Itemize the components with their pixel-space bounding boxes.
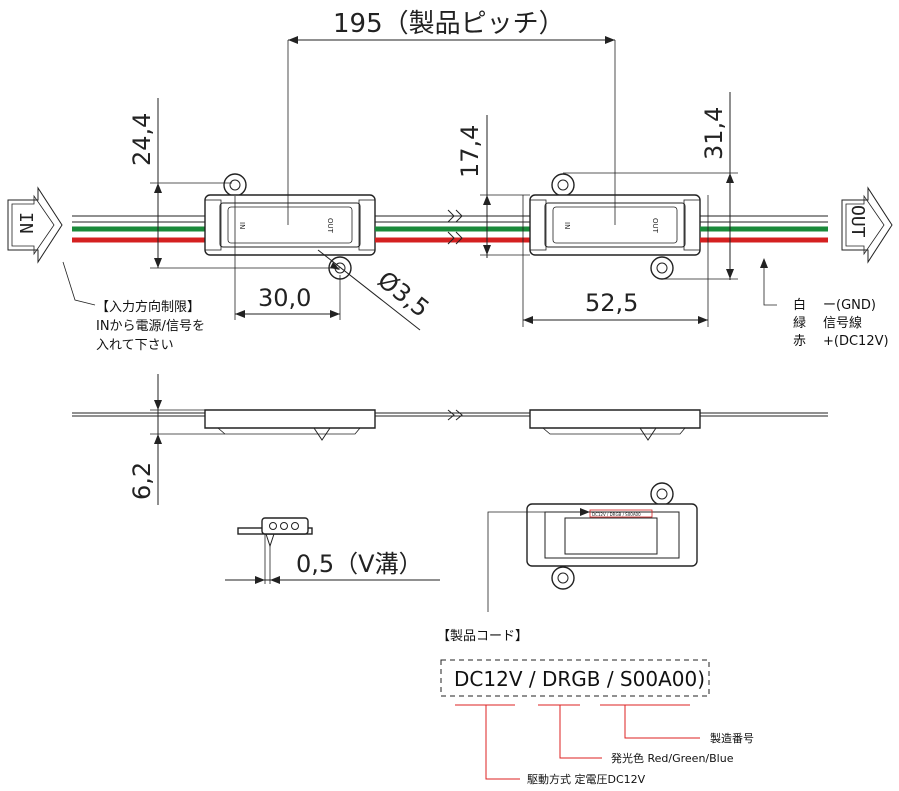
product-code-block: 【製品コード】 DC12V / DRGB / S00A00) 製造番号 発光色 … bbox=[437, 629, 754, 786]
svg-text:IN: IN bbox=[238, 222, 246, 229]
svg-text:信号線: 信号線 bbox=[823, 315, 862, 331]
drive-label: 駆動方式 定電圧DC12V bbox=[527, 772, 646, 786]
width-30-dimension: 30,0 bbox=[234, 196, 341, 320]
side-view: 6,2 bbox=[72, 374, 828, 505]
groove-label: 0,5（V溝） bbox=[296, 550, 423, 578]
pitch-label: 195（製品ピッチ） bbox=[333, 9, 565, 39]
product-code-value: DC12V / DRGB / S00A00) bbox=[454, 667, 705, 691]
in-arrow-icon: IN bbox=[7, 186, 63, 264]
height-right-dimension: 31,4 bbox=[563, 92, 738, 280]
svg-text:OUT: OUT bbox=[651, 218, 659, 234]
height-left-label: 24,4 bbox=[128, 113, 156, 166]
svg-text:ー(GND): ー(GND) bbox=[823, 298, 876, 313]
groove-dimension: 0,5（V溝） bbox=[225, 534, 440, 584]
pitch-dimension: 195（製品ピッチ） bbox=[287, 9, 616, 225]
serial-label: 製造番号 bbox=[710, 731, 754, 745]
direction-note: 【入力方向制限】 INから電源/信号を 入れて下さい bbox=[62, 261, 205, 353]
wires-middle bbox=[375, 209, 530, 245]
height-left-dimension: 24,4 bbox=[128, 98, 340, 269]
svg-text:DC12V / DRGB / S00A00: DC12V / DRGB / S00A00 bbox=[592, 512, 641, 517]
product-code-heading: 【製品コード】 bbox=[437, 629, 528, 644]
led-module-1: IN OUT bbox=[204, 173, 376, 280]
out-arrow-icon: OUT bbox=[841, 186, 893, 264]
height-mid-dimension: 17,4 bbox=[456, 115, 530, 258]
thickness-label: 6,2 bbox=[128, 462, 156, 500]
height-mid-label: 17,4 bbox=[456, 125, 484, 178]
svg-text:INから電源/信号を: INから電源/信号を bbox=[96, 319, 205, 334]
svg-text:+(DC12V): +(DC12V) bbox=[823, 334, 889, 349]
hole-label: Ø3,5 bbox=[372, 266, 434, 323]
svg-text:入れて下さい: 入れて下さい bbox=[96, 338, 174, 353]
svg-text:【入力方向制限】: 【入力方向制限】 bbox=[96, 299, 200, 315]
out-label: OUT bbox=[847, 205, 868, 238]
svg-text:白: 白 bbox=[793, 297, 806, 313]
color-label: 発光色 Red/Green/Blue bbox=[611, 751, 734, 765]
height-right-label: 31,4 bbox=[700, 107, 728, 160]
wires-right bbox=[700, 215, 828, 243]
width-30-label: 30,0 bbox=[258, 284, 311, 312]
thickness-dimension: 6,2 bbox=[128, 374, 225, 505]
bottom-view: DC12V / DRGB / S00A00 bbox=[487, 482, 698, 612]
end-view: 0,5（V溝） bbox=[225, 517, 440, 584]
wire-legend: 白 ー(GND) 緑 信号線 赤 +(DC12V) bbox=[760, 258, 889, 349]
length-label: 52,5 bbox=[585, 289, 638, 317]
svg-text:IN: IN bbox=[563, 222, 571, 229]
top-view: IN IN OUT bbox=[7, 9, 893, 353]
length-dimension: 52,5 bbox=[522, 195, 709, 327]
svg-text:緑: 緑 bbox=[793, 316, 806, 331]
svg-text:OUT: OUT bbox=[326, 218, 334, 234]
in-label: IN bbox=[15, 212, 36, 234]
svg-text:赤: 赤 bbox=[793, 334, 806, 349]
wires-left bbox=[72, 215, 205, 243]
